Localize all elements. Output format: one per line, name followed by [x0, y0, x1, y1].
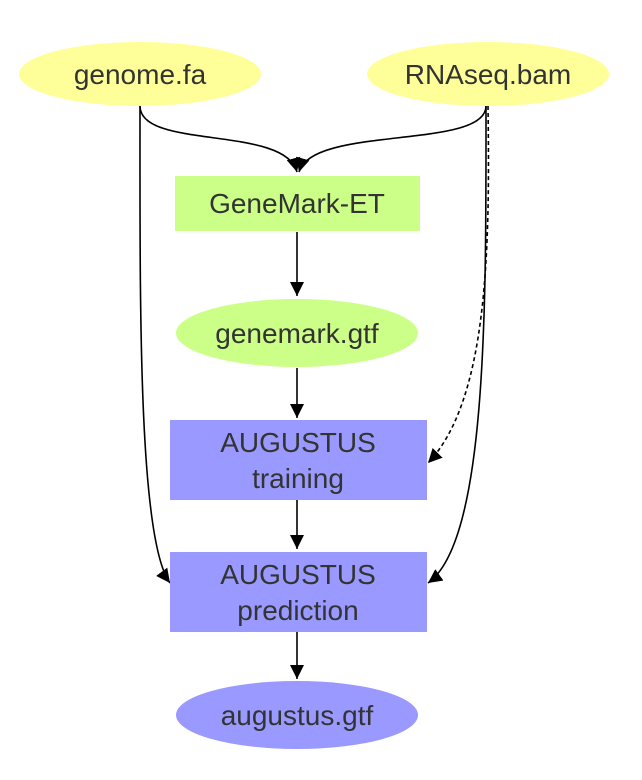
node-augustus-prediction-shape [170, 552, 427, 632]
node-augustus-gtf-shape [176, 681, 418, 749]
edge-rnaseq-to-augustus-training [427, 105, 490, 464]
node-genemark-gtf-shape [176, 299, 418, 367]
node-genemark-et-shape [175, 176, 420, 231]
node-augustus-gtf-label: augustus.gtf [221, 700, 374, 731]
node-augustus-training: AUGUSTUS training [170, 420, 427, 500]
node-augustus-gtf: augustus.gtf [176, 681, 418, 749]
node-genemark-gtf: genemark.gtf [176, 299, 418, 367]
node-rnaseq-bam-shape [367, 42, 609, 106]
node-genome-fa: genome.fa [19, 42, 261, 106]
node-rnaseq-bam: RNAseq.bam [367, 42, 609, 106]
node-genemark-et-label: GeneMark-ET [209, 188, 385, 219]
node-genome-fa-label: genome.fa [74, 59, 207, 90]
edge-rnaseq-to-augustus-prediction [427, 105, 487, 584]
node-genemark-et: GeneMark-ET [175, 176, 420, 231]
node-augustus-training-line2: training [252, 463, 344, 494]
edge-genome-to-augustus-prediction [139, 105, 171, 584]
edge-rnaseq-to-genemark-et [296, 105, 487, 173]
node-augustus-training-shape [170, 420, 427, 500]
node-genome-fa-shape [19, 42, 261, 106]
node-rnaseq-bam-label: RNAseq.bam [405, 59, 572, 90]
edge-genome-to-genemark-et [139, 105, 301, 173]
edges [139, 105, 490, 679]
node-augustus-training-line1: AUGUSTUS [220, 427, 376, 458]
node-augustus-prediction-line1: AUGUSTUS [220, 559, 376, 590]
node-augustus-prediction: AUGUSTUS prediction [170, 552, 427, 632]
node-augustus-prediction-line2: prediction [237, 595, 358, 626]
node-genemark-gtf-label: genemark.gtf [215, 318, 379, 349]
